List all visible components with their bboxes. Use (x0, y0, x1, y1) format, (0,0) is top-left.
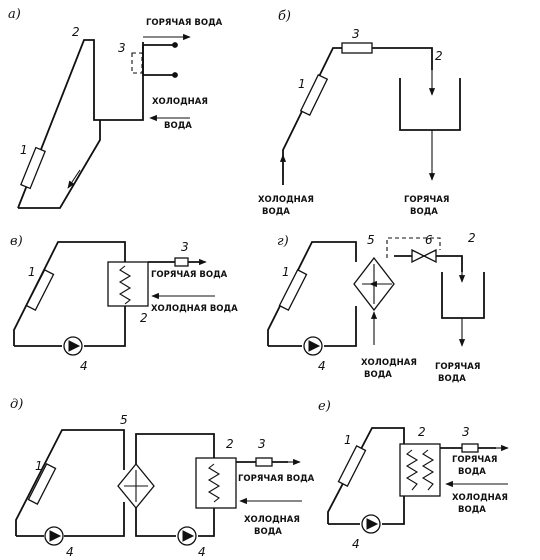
panel-e-num-2: 2 (418, 425, 426, 439)
panel-e-num-1: 1 (344, 433, 352, 447)
panel-g-num-6: 6 (425, 233, 433, 247)
panel-g-loop (267, 241, 357, 347)
panel-e-tank (399, 443, 441, 497)
panel-a-loop (17, 39, 144, 209)
panel-a-tap-1 (172, 42, 178, 48)
panel-a-heater (131, 52, 143, 74)
panel-g-bypass (386, 237, 441, 258)
panel-b-cold-label-1: ХОЛОДНАЯ (258, 195, 314, 205)
panel-b-letter: б) (278, 9, 291, 24)
panel-v-num-4: 4 (80, 359, 88, 373)
panel-a-flow-arrow (67, 169, 81, 189)
panel-a-collector (20, 146, 46, 190)
panel-v-heater (174, 257, 189, 267)
panel-e-coil-2 (421, 449, 435, 491)
panel-d-num-5: 5 (120, 413, 128, 427)
panel-g-num-4: 4 (318, 359, 326, 373)
panel-d-pump-2-arrow (182, 530, 195, 542)
panel-g: г) ХОЛОДНАЯ ВОДА ГОРЯЧАЯ ВОДА 1 2 4 5 6 (267, 231, 485, 384)
panel-a-num-2: 2 (72, 25, 80, 39)
panel-g-pump-arrow (308, 340, 321, 352)
panel-e-hot-label-1: ГОРЯЧАЯ (452, 455, 497, 465)
panel-d-heater (255, 457, 273, 467)
panel-d-num-1: 1 (35, 459, 43, 473)
panel-d-num-2: 2 (226, 437, 234, 451)
panel-b-num-3: 3 (352, 27, 360, 41)
panel-d-letter: д) (10, 397, 23, 412)
panel-d-collector (27, 463, 57, 505)
panel-b-tank (399, 78, 461, 131)
panel-g-num-5: 5 (367, 233, 375, 247)
panel-d-exchanger-inner (124, 470, 148, 502)
panel-a-hot-label: ГОРЯЧАЯ ВОДА (146, 18, 223, 28)
panel-g-hot-label-2: ВОДА (438, 374, 466, 384)
panel-g-cold-label-1: ХОЛОДНАЯ (361, 358, 417, 368)
panel-b-num-1: 1 (298, 77, 306, 91)
panel-b-heater (341, 42, 373, 54)
panel-d-hot-label: ГОРЯЧАЯ ВОДА (238, 474, 315, 484)
panel-e-num-4: 4 (352, 537, 360, 551)
panel-e-pump-arrow (366, 518, 379, 530)
panel-d-cold-label-1: ХОЛОДНАЯ (244, 515, 300, 525)
panel-b-collector (299, 73, 329, 117)
panel-d-tank (195, 457, 237, 509)
panel-b-cold-label-2: ВОДА (262, 207, 290, 217)
panel-a-cold-label-2: ВОДА (164, 121, 192, 131)
panel-d: д) ГОРЯЧАЯ ВОДА ХОЛОДНАЯ ВОДА 1 2 3 4 4 … (10, 397, 315, 559)
panel-e-hot-label-2: ВОДА (458, 467, 486, 477)
panel-v-num-2: 2 (140, 311, 148, 325)
panel-g-collector (278, 269, 308, 311)
panel-a-cold-label-1: ХОЛОДНАЯ (152, 97, 208, 107)
panel-v-pump-arrow (68, 340, 81, 352)
panel-g-valve (411, 248, 437, 264)
panel-v-letter: в) (10, 234, 23, 249)
panel-v-num-1: 1 (28, 265, 36, 279)
panel-e-loop (327, 427, 405, 525)
panel-g-hot-label-1: ГОРЯЧАЯ (435, 362, 480, 372)
panel-e: е) ГОРЯЧАЯ ВОДА ХОЛОДНАЯ ВОДА 1 2 3 4 (318, 399, 509, 551)
panel-d-cold-label-2: ВОДА (254, 527, 282, 537)
panel-v-cold-label: ХОЛОДНАЯ ВОДА (151, 304, 238, 314)
panel-a-tap-2 (172, 72, 178, 78)
panel-g-hot-pipe (394, 255, 463, 272)
panel-b: б) ХОЛОДНАЯ ВОДА ГОРЯЧАЯ ВОДА 1 2 3 (258, 9, 461, 217)
panel-e-letter: е) (318, 399, 331, 414)
panel-v-num-3: 3 (181, 240, 189, 254)
panel-a: а) ГОРЯЧАЯ ВОДА ХОЛОДНАЯ ВОДА 1 2 3 (8, 7, 223, 209)
panel-e-num-3: 3 (462, 425, 470, 439)
panel-b-pipe (282, 47, 433, 185)
panel-a-letter: а) (8, 7, 21, 22)
panel-g-tank (441, 272, 485, 319)
panel-b-hot-label-2: ВОДА (410, 207, 438, 217)
panel-e-collector (337, 445, 367, 487)
panel-d-pump-1-arrow (49, 530, 62, 542)
panel-d-num-4b: 4 (198, 545, 206, 559)
panel-v-coil (118, 265, 132, 305)
panel-e-cold-label-1: ХОЛОДНАЯ (452, 493, 508, 503)
panel-g-cold-label-2: ВОДА (364, 370, 392, 380)
panel-d-secondary-loop (135, 433, 215, 537)
panel-d-coil (207, 463, 221, 503)
panel-e-coil-1 (405, 449, 419, 491)
panel-g-num-1: 1 (282, 265, 290, 279)
panel-e-heater (461, 443, 479, 453)
panel-v-collector (25, 269, 55, 311)
panel-d-num-3: 3 (258, 437, 266, 451)
panel-a-num-3: 3 (118, 41, 126, 55)
panel-v-hot-label: ГОРЯЧАЯ ВОДА (151, 270, 228, 280)
panel-e-cold-label-2: ВОДА (458, 505, 486, 515)
panel-g-num-2: 2 (468, 231, 476, 245)
panel-d-num-4a: 4 (66, 545, 74, 559)
panel-v: в) ГОРЯЧАЯ ВОДА ХОЛОДНАЯ ВОДА 1 2 3 4 (10, 234, 238, 373)
panel-v-loop (13, 241, 126, 347)
panel-a-hot-pipe (142, 42, 175, 76)
panel-d-primary-loop (15, 429, 125, 537)
panel-a-num-1: 1 (20, 143, 28, 157)
panel-b-hot-label-1: ГОРЯЧАЯ (404, 195, 449, 205)
panel-g-letter: г) (277, 234, 289, 249)
panel-b-num-2: 2 (435, 49, 443, 63)
